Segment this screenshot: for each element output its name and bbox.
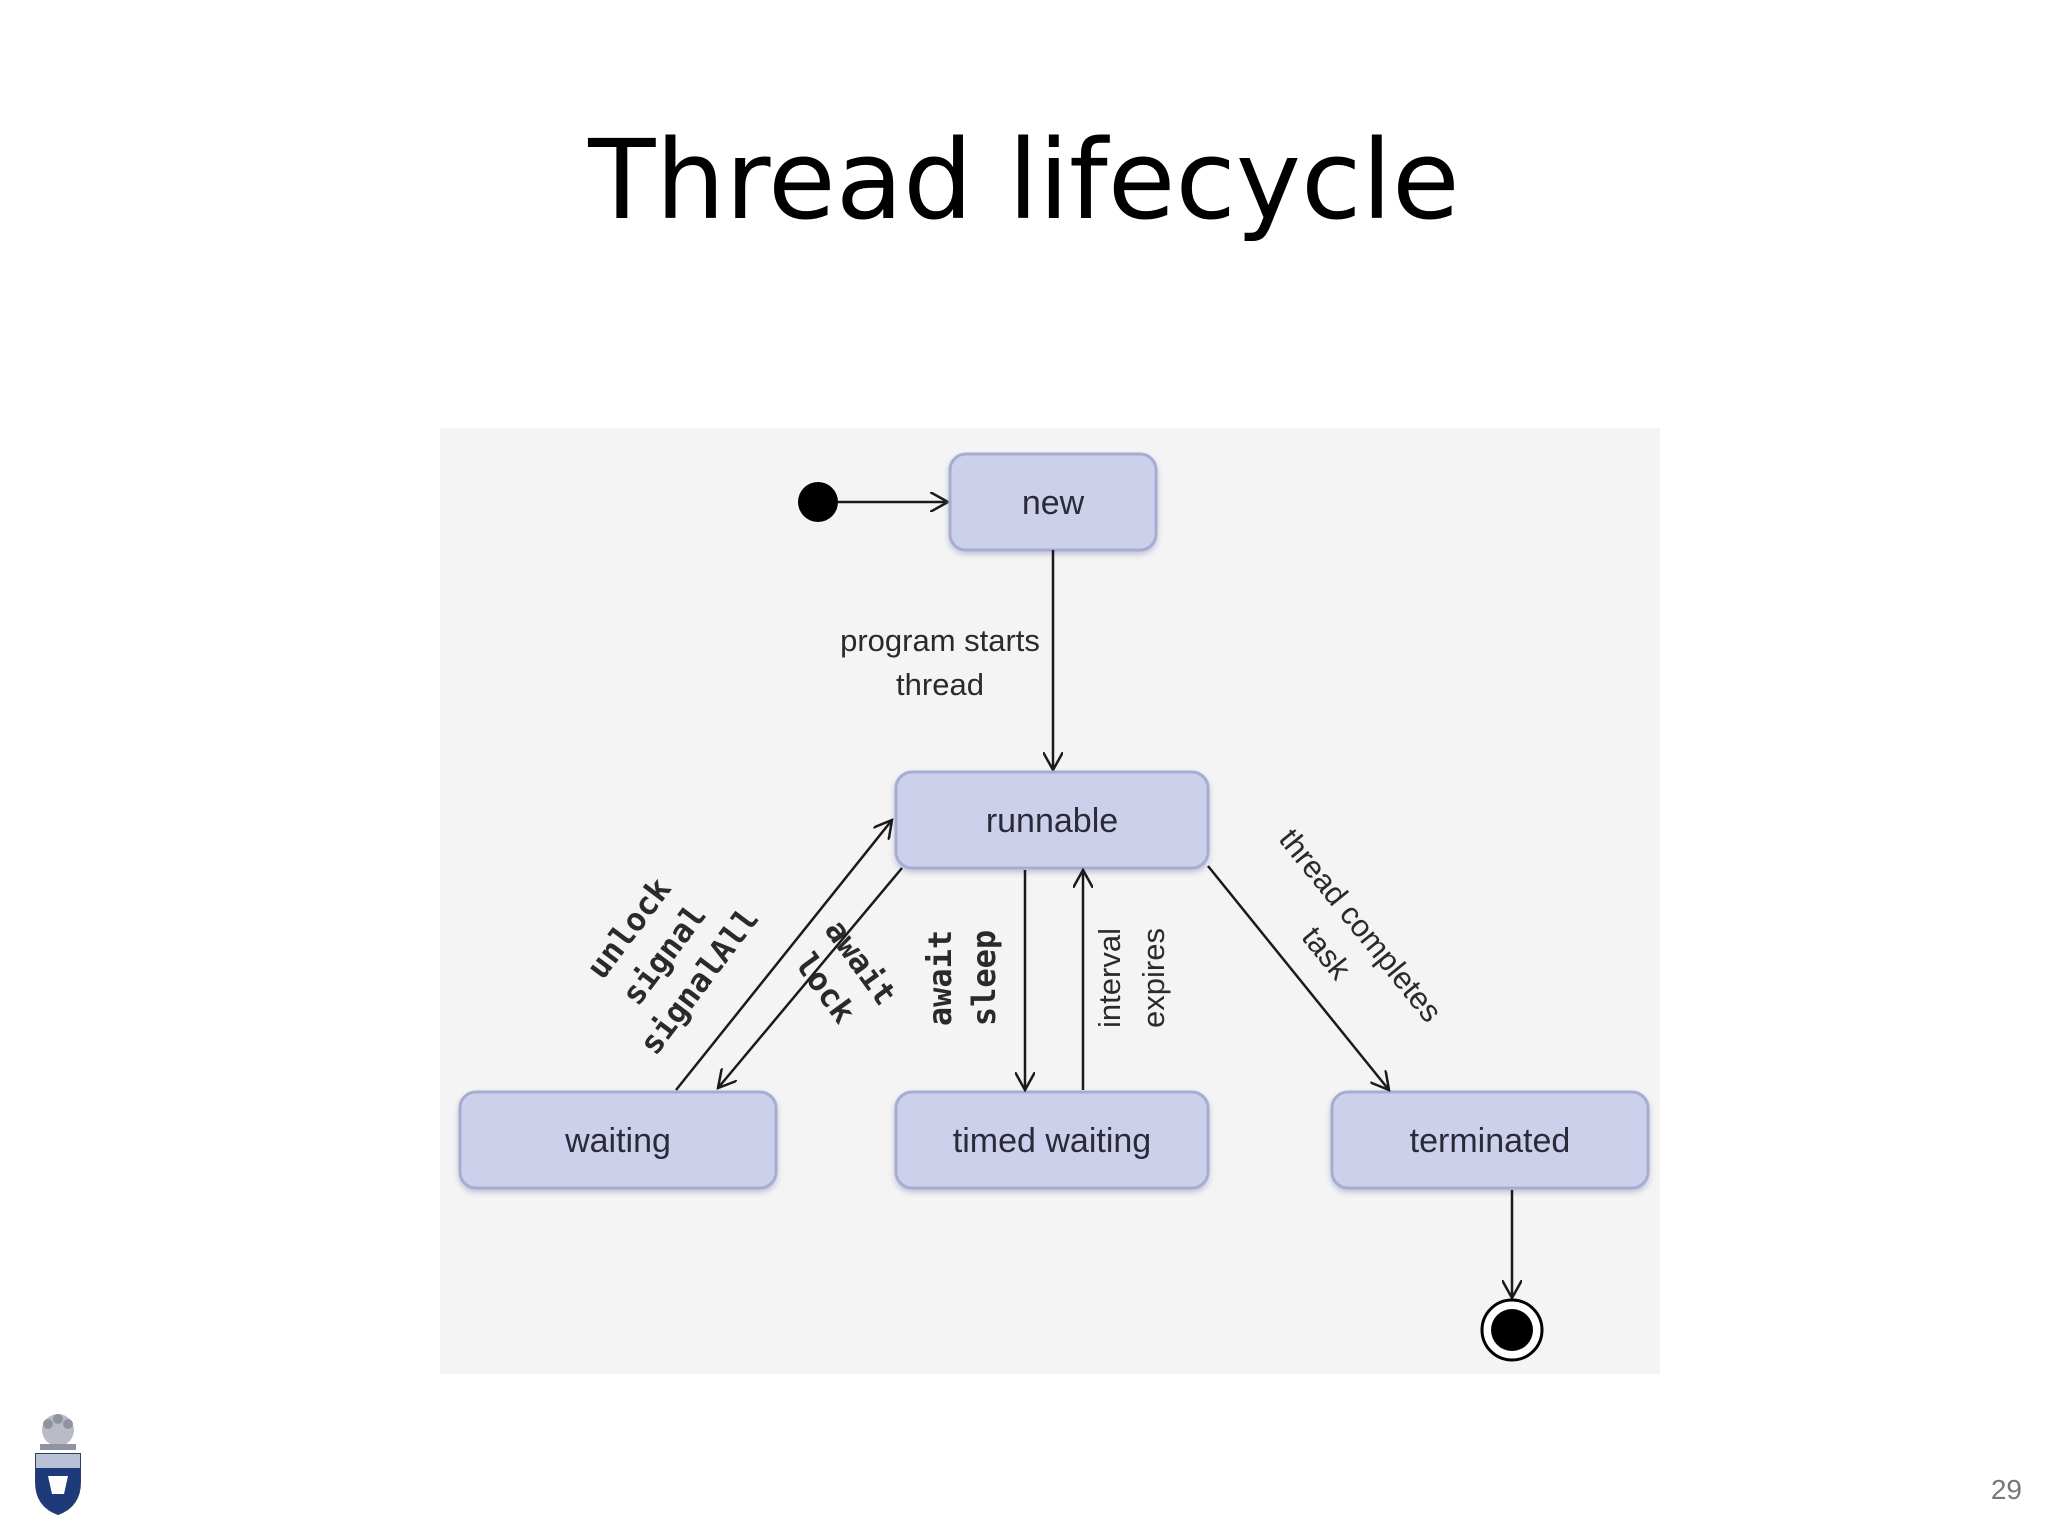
- state-runnable: runnable: [894, 770, 1210, 870]
- final-state-icon: [1480, 1298, 1544, 1362]
- state-diagram-svg: new program starts thread runnable waiti…: [458, 452, 1650, 1362]
- arrow-runnable-to-terminated: [1207, 865, 1389, 1090]
- university-crest-icon: [30, 1410, 86, 1527]
- label-thread: thread: [896, 667, 984, 702]
- label-interval: interval: [1092, 928, 1127, 1028]
- label-group-interval-expires: interval expires: [1092, 928, 1171, 1028]
- arrow-waiting-to-runnable: [675, 820, 892, 1091]
- arrow-runnable-to-waiting: [718, 867, 903, 1088]
- state-waiting-label: waiting: [564, 1122, 671, 1160]
- label-group-await-lock: await lock: [787, 912, 904, 1030]
- state-terminated-label: terminated: [1410, 1122, 1571, 1160]
- label-sleep: sleep: [965, 930, 1003, 1026]
- label-group-unlock: unlock signal signalAll: [579, 871, 767, 1062]
- state-new-label: new: [1022, 484, 1085, 522]
- label-await-2: await: [921, 930, 959, 1026]
- initial-state-icon: [798, 482, 838, 522]
- label-group-await-sleep: await sleep: [921, 930, 1003, 1026]
- state-timed-waiting: timed waiting: [894, 1090, 1210, 1190]
- label-expires: expires: [1136, 928, 1171, 1028]
- state-diagram: new program starts thread runnable waiti…: [440, 428, 1660, 1374]
- state-waiting: waiting: [458, 1090, 778, 1190]
- state-runnable-label: runnable: [986, 802, 1118, 840]
- state-terminated: terminated: [1330, 1090, 1650, 1190]
- state-timed-waiting-label: timed waiting: [953, 1122, 1151, 1160]
- label-program-starts: program starts: [840, 623, 1040, 658]
- label-thread-completes: thread completes: [1272, 822, 1449, 1029]
- page-title: Thread lifecycle: [588, 116, 1460, 244]
- label-group-thread-completes: thread completes task: [1272, 822, 1449, 1029]
- page-number: 29: [1990, 1474, 2022, 1505]
- state-new: new: [948, 452, 1158, 552]
